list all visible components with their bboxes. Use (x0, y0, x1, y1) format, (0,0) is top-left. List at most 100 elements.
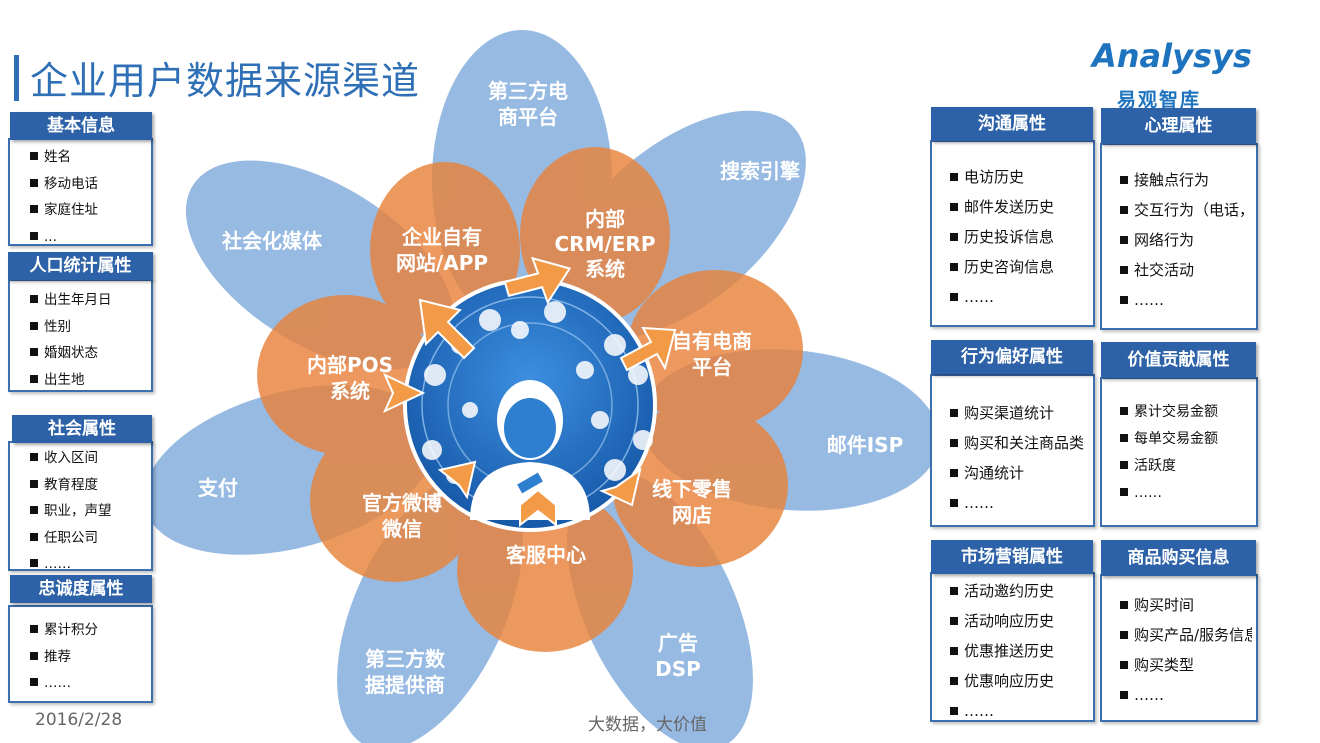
attr-item-text: ... (44, 228, 57, 245)
attr-item-text: 职业，声望 (44, 503, 112, 519)
attr-item: 出生年月日 (30, 287, 147, 314)
left-attr-header-0: 基本信息 (10, 112, 152, 140)
bullet-square-icon (950, 707, 958, 715)
attr-item: 电访历史 (950, 162, 1089, 192)
right-attr-box-4: 活动邀约历史活动响应历史优惠推送历史优惠响应历史 …… (930, 572, 1095, 722)
attr-item-text: 婚姻状态 (44, 345, 98, 361)
attr-item: 历史投诉信息 (950, 222, 1089, 252)
footer-date: 2016/2/28 (35, 710, 123, 730)
attr-item: 任职公司 (30, 525, 147, 552)
attr-item: 移动电话 (30, 171, 147, 198)
label-search: 搜索引擎 (720, 159, 800, 183)
attr-item: 社交活动 (1120, 255, 1252, 285)
attr-item-text: 活动邀约历史 (964, 582, 1055, 600)
attr-item-text: 任职公司 (44, 529, 98, 546)
attr-item: 每单交易金额 (1120, 426, 1252, 453)
right-attr-header-4: 市场营销属性 (931, 540, 1093, 574)
right-attr-box-1: 接触点行为交互行为（电话，SMS）网络行为社交活动…… (1100, 143, 1258, 330)
bullet-square-icon (30, 651, 38, 660)
attr-item-text: …… (1134, 485, 1162, 501)
bullet-square-icon (30, 559, 38, 567)
bullet-square-icon (1120, 691, 1128, 699)
bullet-square-icon (1120, 176, 1128, 184)
attr-item: 优惠推送历史 (950, 636, 1089, 666)
attr-item-text: …… (44, 675, 71, 691)
bullet-square-icon (30, 678, 38, 686)
logo-cn: 易观智库 (1117, 89, 1202, 111)
attr-item-text: 移动电话 (44, 175, 98, 192)
right-attr-box-5: 购买时间购买产品/服务信息购买类型…… (1100, 574, 1258, 722)
attr-item: 活跃度 (1120, 453, 1252, 480)
attr-item-text: 购买时间 (1134, 596, 1195, 614)
right-attr-header-1: 心理属性 (1101, 108, 1256, 144)
logo-brand: Analysys (1092, 37, 1252, 75)
attr-item: 出生地 (30, 367, 147, 394)
label-third-data: 第三方数据提供商 (365, 647, 446, 697)
attr-item: …… (1120, 285, 1252, 315)
bullet-square-icon (30, 453, 38, 461)
attr-item-text: 活动响应历史 (964, 612, 1055, 630)
attr-item: 交互行为（电话，SMS） (1120, 195, 1252, 225)
bullet-square-icon (30, 178, 38, 187)
attr-item-text: 累计交易金额 (1134, 404, 1218, 420)
bullet-square-icon (30, 348, 38, 356)
attr-item: …… (1120, 680, 1252, 710)
attr-item: 购买时间 (1120, 590, 1252, 620)
bullet-square-icon (1120, 631, 1128, 639)
bullet-square-icon (950, 617, 958, 625)
left-attr-box-1: 出生年月日性别婚姻状态出生地 (8, 279, 153, 392)
label-email: 邮件ISP (827, 433, 904, 457)
attr-item: …… (950, 282, 1089, 312)
attr-item: 历史咨询信息 (950, 252, 1089, 282)
bullet-square-icon (1120, 461, 1128, 469)
bullet-square-icon (30, 625, 38, 633)
attr-item-text: 姓名 (44, 149, 71, 165)
bullet-square-icon (1120, 266, 1128, 274)
petal-pos (257, 295, 433, 455)
attr-item: 姓名 (30, 144, 147, 171)
right-attr-header-3: 价值贡献属性 (1101, 342, 1256, 378)
attr-item: 购买和关注商品类 (950, 428, 1089, 458)
attr-item-text: 历史投诉信息 (964, 228, 1055, 246)
attr-item-text: 累计积分 (44, 622, 98, 638)
bullet-square-icon (950, 439, 958, 447)
attr-item: 推荐 (30, 644, 147, 671)
bullet-square-icon (950, 293, 958, 301)
attr-item: 活动邀约历史 (950, 576, 1089, 606)
attr-item-text: …… (964, 702, 994, 720)
attr-item-text: 优惠响应历史 (964, 672, 1055, 690)
attr-item: 接触点行为 (1120, 165, 1252, 195)
attr-item: 性别 (30, 314, 147, 341)
label-social: 社会化媒体 (221, 229, 323, 253)
bullet-square-icon (30, 231, 38, 240)
attr-item-text: 沟通统计 (964, 464, 1025, 482)
bullet-square-icon (1120, 296, 1128, 304)
arrow-from-ecom (619, 326, 677, 372)
right-attr-header-2: 行为偏好属性 (931, 340, 1093, 374)
bullet-square-icon (30, 374, 38, 383)
bullet-square-icon (950, 233, 958, 241)
bullet-square-icon (950, 409, 958, 417)
bullet-square-icon (30, 321, 38, 330)
bullet-square-icon (1120, 488, 1128, 496)
attr-item-text: 购买产品/服务信息 (1134, 626, 1252, 644)
attr-item: …… (950, 488, 1089, 518)
bullet-square-icon (950, 647, 958, 655)
right-attr-box-0: 电访历史邮件发送历史历史投诉信息历史咨询信息…… (930, 140, 1095, 327)
attr-item-text: …… (964, 288, 994, 306)
bullet-square-icon (30, 479, 38, 488)
left-attr-header-3: 忠诚度属性 (10, 575, 152, 603)
left-attr-box-2: 收入区间教育程度职业，声望任职公司…… (8, 441, 153, 572)
attr-item-text: 性别 (44, 318, 71, 335)
attr-item-text: 活跃度 (1134, 458, 1176, 474)
attr-item-text: 教育程度 (44, 476, 98, 493)
attr-item: 优惠响应历史 (950, 666, 1089, 696)
attr-item: 累计积分 (30, 617, 147, 644)
label-weibo: 官方微博微信 (362, 491, 442, 541)
bullet-square-icon (30, 152, 38, 160)
left-attr-box-0: 姓名移动电话家庭住址... (8, 138, 153, 246)
attr-item-text: 每单交易金额 (1134, 431, 1218, 447)
